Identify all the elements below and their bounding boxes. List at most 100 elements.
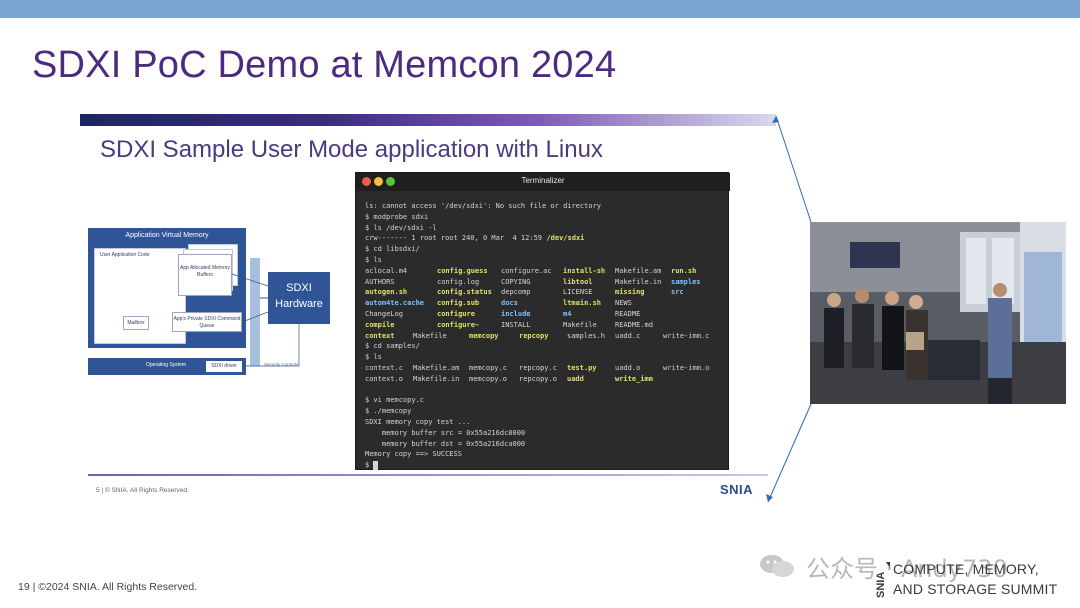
terminal-text: $ ./memcopy bbox=[365, 407, 412, 416]
listing-entry: memcopy.o bbox=[469, 374, 507, 383]
terminal-line: $ bbox=[365, 460, 725, 471]
app-virtual-memory-box: Application Virtual Memory User Applicat… bbox=[88, 228, 246, 348]
terminal-line: $ ls bbox=[365, 352, 725, 363]
operating-system-label: Operating System bbox=[146, 362, 187, 368]
terminal-line: $ modprobe sdxi bbox=[365, 212, 725, 223]
listing-entry: depcomp bbox=[501, 288, 531, 297]
operating-system-bar: Operating System SDXI driver bbox=[88, 358, 246, 375]
listing-entry: compile bbox=[365, 320, 395, 329]
listing-entry: context.c bbox=[365, 363, 403, 372]
listing-entry: repcopy.o bbox=[519, 374, 557, 383]
listing-entry: uadd.o bbox=[615, 363, 641, 372]
terminal-line: autogen.sh config.status depcomp LICENSE mis… bbox=[365, 287, 725, 298]
booth-photo-illustration bbox=[810, 222, 1066, 404]
sdxi-driver-box: SDXI driver bbox=[206, 361, 242, 372]
terminal-text: $ ls bbox=[365, 353, 382, 362]
terminal-line: Memory copy ==> SUCCESS bbox=[365, 449, 725, 460]
listing-entry: context bbox=[365, 331, 395, 340]
listing-entry: samples.h bbox=[567, 331, 605, 340]
listing-entry: Makefile.in bbox=[615, 277, 662, 286]
listing-entry: Makefile bbox=[563, 320, 597, 329]
summit-line1: COMPUTE, MEMORY, bbox=[893, 561, 1039, 577]
listing-entry: README.md bbox=[615, 320, 653, 329]
listing-entry: install-sh bbox=[563, 266, 606, 275]
terminal-text: $ bbox=[365, 461, 374, 470]
listing-entry: libtool bbox=[563, 277, 593, 286]
summit-brand: SNIA bbox=[875, 572, 887, 598]
snia-logo: SNIA bbox=[720, 482, 754, 497]
listing-entry: AUTHORS bbox=[365, 277, 395, 286]
terminal-text: $ modprobe sdxi bbox=[365, 212, 429, 221]
listing-entry: repcopy bbox=[519, 331, 549, 340]
watermark-text: 公众号 · Andy730 bbox=[806, 555, 1008, 583]
listing-entry: config.sub bbox=[437, 299, 480, 308]
listing-entry: ltmain.sh bbox=[563, 299, 601, 308]
terminal-line: $ cd libsdxi/ bbox=[365, 244, 725, 255]
listing-entry: write-imm.c bbox=[663, 331, 710, 340]
terminal-line: $ ls /dev/sdxi -l bbox=[365, 223, 725, 234]
top-color-band bbox=[0, 0, 1080, 18]
embedded-slide: SDXI Sample User Mode application with L… bbox=[80, 114, 776, 506]
listing-entry: uadd.c bbox=[615, 331, 641, 340]
terminal-line: $ vi memcopy.c bbox=[365, 395, 725, 406]
listing-entry: NEWS bbox=[615, 299, 632, 308]
security-pillar bbox=[250, 258, 260, 366]
listing-entry: repcopy.c bbox=[519, 363, 557, 372]
terminal-text: $ vi memcopy.c bbox=[365, 396, 425, 405]
terminal-text: memory buffer src = 0x55a216dc8000 bbox=[365, 428, 526, 437]
listing-entry: config.guess bbox=[437, 266, 488, 275]
terminal-cursor bbox=[373, 461, 379, 471]
terminal-path: /dev/sdxi bbox=[546, 234, 585, 243]
terminal-text: ls: cannot access '/dev/sdxi': No such f… bbox=[365, 202, 602, 210]
listing-entry: docs bbox=[501, 299, 518, 308]
terminal-line: $ ls bbox=[365, 255, 725, 266]
listing-entry: autom4te.cache bbox=[365, 299, 425, 308]
close-window-icon[interactable] bbox=[362, 177, 371, 186]
listing-entry: Makefile.in bbox=[413, 374, 460, 383]
listing-entry: m4 bbox=[563, 309, 572, 318]
listing-entry: src bbox=[671, 288, 684, 297]
embedded-slide-footer: 5 | © SNIA. All Rights Reserved. bbox=[96, 487, 189, 494]
terminal-line: SDXI memory copy test ... bbox=[365, 417, 725, 428]
listing-entry: autogen.sh bbox=[365, 288, 408, 297]
sdxi-hardware-line1: SDXI bbox=[286, 282, 312, 294]
terminal-text: $ ls /dev/sdxi -l bbox=[365, 223, 437, 232]
listing-entry: ChangeLog bbox=[365, 309, 403, 318]
terminal-text: $ cd samples/ bbox=[365, 342, 420, 351]
terminal-line: $ cd samples/ bbox=[365, 341, 725, 352]
terminal-title-bar: Terminalizer bbox=[356, 173, 730, 191]
security-controls-label: Security Controls bbox=[264, 362, 299, 367]
maximize-window-icon[interactable] bbox=[386, 177, 395, 186]
terminal-text: $ ls bbox=[365, 255, 382, 264]
architecture-diagram: Application Virtual Memory User Applicat… bbox=[88, 228, 354, 378]
listing-entry: missing bbox=[615, 288, 645, 297]
summit-line2: AND STORAGE SUMMIT bbox=[893, 581, 1058, 597]
minimize-window-icon[interactable] bbox=[374, 177, 383, 186]
terminal-text: memory buffer dst = 0x55a216dca000 bbox=[365, 439, 526, 448]
listing-entry: write-imm.o bbox=[663, 363, 710, 372]
slide-title: SDXI PoC Demo at Memcon 2024 bbox=[32, 44, 617, 86]
embedded-slide-footer-line bbox=[88, 474, 768, 476]
terminal-output: ls: cannot access '/dev/sdxi': No such f… bbox=[365, 201, 725, 471]
memory-buffers-box: App Allocated Memory Buffers bbox=[178, 254, 232, 296]
listing-entry: README bbox=[615, 309, 641, 318]
listing-entry: config.status bbox=[437, 288, 492, 297]
listing-entry: Makefile.am bbox=[615, 266, 662, 275]
user-app-code-label: User Application Code bbox=[100, 252, 150, 258]
listing-entry: INSTALL bbox=[501, 320, 531, 329]
listing-entry: uadd bbox=[567, 374, 584, 383]
terminal-title: Terminalizer bbox=[521, 176, 565, 185]
terminal-line: autom4te.cache config.sub docs ltmain.sh NEW… bbox=[365, 298, 725, 309]
snia-summit-logo-mark: SNIA bbox=[875, 562, 890, 598]
listing-entry: LICENSE bbox=[563, 288, 593, 297]
listing-entry: test.py bbox=[567, 363, 597, 372]
listing-entry: Makefile.am bbox=[413, 363, 460, 372]
terminal-text: SDXI memory copy test ... bbox=[365, 417, 471, 426]
terminal-line bbox=[365, 385, 725, 396]
listing-entry: samples bbox=[671, 277, 701, 286]
listing-entry: run.sh bbox=[671, 266, 697, 275]
